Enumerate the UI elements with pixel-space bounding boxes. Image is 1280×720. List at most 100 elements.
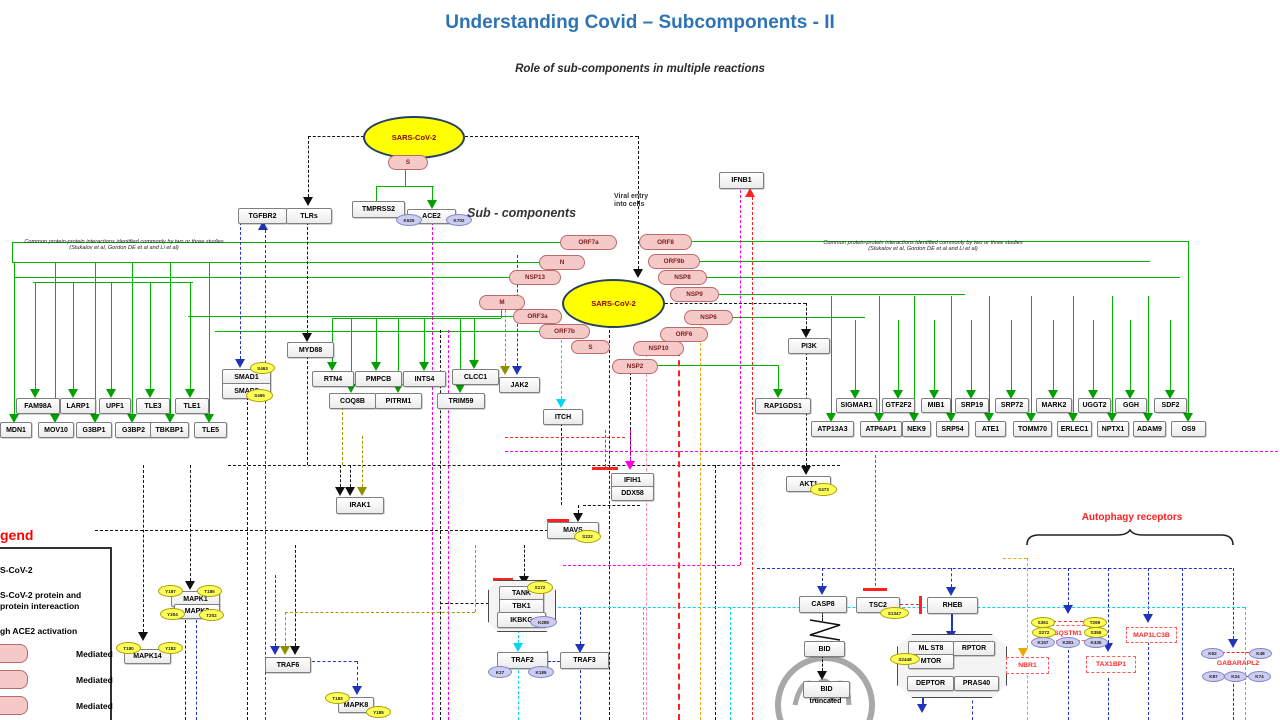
connector-line bbox=[150, 282, 151, 389]
ate1-gene-node: ATE1 bbox=[975, 421, 1006, 437]
connector-line bbox=[376, 186, 434, 187]
map1lc3b-receptor-node: MAP1LC3B bbox=[1126, 627, 1177, 643]
arrowhead-down bbox=[966, 390, 976, 399]
connector-line bbox=[650, 365, 778, 366]
k281-site: K281 bbox=[1056, 637, 1080, 648]
connector-line bbox=[350, 465, 351, 487]
connector-line bbox=[111, 282, 112, 389]
connector-line bbox=[474, 318, 475, 360]
arrowhead-down bbox=[371, 362, 381, 371]
sub-components-label: Sub - components bbox=[467, 206, 577, 220]
connector-line bbox=[1233, 684, 1234, 720]
s-protein-pill: S bbox=[388, 155, 428, 170]
arrowhead-down bbox=[185, 389, 195, 398]
arrowhead-down bbox=[30, 389, 40, 398]
connector-line bbox=[398, 318, 399, 384]
connector-line bbox=[143, 465, 144, 632]
connector-line bbox=[501, 308, 502, 318]
arrowhead-down bbox=[512, 366, 522, 375]
connector-line bbox=[440, 330, 441, 720]
node-protein-pill bbox=[0, 696, 28, 715]
connector-line bbox=[460, 318, 461, 384]
arrowhead-down bbox=[573, 513, 583, 522]
legend-item-mediated-3: Mediated bbox=[76, 701, 113, 711]
connector-line bbox=[307, 222, 308, 333]
nptx1-gene-node: NPTX1 bbox=[1097, 421, 1129, 437]
connector-line bbox=[12, 262, 540, 263]
arrowhead-down bbox=[801, 466, 811, 475]
connector-line bbox=[285, 612, 286, 646]
clcc1-gene-node: CLCC1 bbox=[452, 369, 499, 385]
k185-site: K185 bbox=[528, 666, 554, 678]
connector-line bbox=[1182, 568, 1183, 720]
casp8-gene-node: CASP8 bbox=[799, 596, 847, 613]
connector-line bbox=[518, 660, 519, 720]
connector-line bbox=[951, 296, 952, 413]
t185-site: T185 bbox=[197, 585, 222, 597]
arrowhead-down bbox=[204, 414, 214, 423]
connector-line bbox=[405, 170, 406, 186]
traf2-gene-node: TRAF2 bbox=[497, 652, 548, 669]
arrowhead-down bbox=[773, 389, 783, 398]
arrowhead-down bbox=[106, 389, 116, 398]
connector-line bbox=[505, 437, 625, 438]
connector-line bbox=[1053, 320, 1054, 390]
sdf2-gene-node: SDF2 bbox=[1154, 398, 1187, 413]
connector-line bbox=[215, 331, 541, 332]
y204-site: Y204 bbox=[160, 608, 185, 620]
arrowhead-down bbox=[455, 384, 465, 393]
pmpcb-gene-node: PMPCB bbox=[355, 371, 402, 387]
connector-line bbox=[934, 320, 935, 390]
arrowhead-down bbox=[817, 671, 827, 680]
s-protein-pill: S bbox=[571, 340, 610, 354]
ifnb1-gene-node: IFNB1 bbox=[719, 172, 764, 189]
connector-line bbox=[448, 330, 449, 720]
arrowhead-down bbox=[469, 360, 479, 369]
arrowhead-down bbox=[946, 413, 956, 422]
connector-line bbox=[715, 465, 716, 720]
connector-line bbox=[1031, 296, 1032, 413]
connector-line bbox=[605, 430, 606, 467]
arrowhead-down bbox=[826, 413, 836, 422]
connector-line bbox=[706, 277, 1180, 278]
connector-line bbox=[524, 545, 525, 576]
connector-line bbox=[95, 530, 548, 531]
connector-line bbox=[424, 318, 425, 362]
legend-item-interaction-2: protein intereaction bbox=[0, 601, 80, 611]
connector-line bbox=[561, 340, 562, 399]
arrowhead-down bbox=[427, 200, 437, 209]
legend-title: gend bbox=[0, 527, 34, 543]
arrowhead-down bbox=[270, 646, 280, 655]
arrowhead-down bbox=[280, 646, 290, 655]
s465-site: S465 bbox=[246, 389, 273, 402]
nsp13-protein-pill: NSP13 bbox=[509, 270, 561, 285]
connector-line bbox=[1112, 296, 1113, 413]
arrowhead-down bbox=[1143, 413, 1153, 422]
connector-line bbox=[646, 354, 647, 720]
pitrm1-gene-node: PITRM1 bbox=[375, 393, 422, 409]
arrowhead-down bbox=[68, 389, 78, 398]
arrowhead-down bbox=[335, 487, 345, 496]
pi3k-gene-node: PI3K bbox=[788, 338, 830, 354]
connector-line bbox=[609, 325, 610, 720]
connector-line bbox=[989, 296, 990, 413]
arrowhead-down bbox=[138, 632, 148, 641]
arrowhead-down bbox=[419, 362, 429, 371]
k74-site: K74 bbox=[1248, 671, 1271, 682]
arrowhead-down bbox=[185, 581, 195, 590]
connector-line bbox=[1148, 642, 1149, 720]
traf6-gene-node: TRAF6 bbox=[265, 657, 311, 673]
connector-line bbox=[1003, 558, 1027, 559]
connector-line bbox=[475, 545, 476, 612]
connector-line bbox=[265, 230, 266, 720]
uggt2-gene-node: UGGT2 bbox=[1078, 398, 1111, 413]
k702-site: K702 bbox=[446, 214, 472, 226]
connector-line bbox=[1130, 320, 1131, 390]
connector-line bbox=[643, 607, 644, 720]
connector-line bbox=[1170, 320, 1171, 390]
arrowhead-down bbox=[90, 414, 100, 423]
arrowhead-down bbox=[345, 487, 355, 496]
legend-item-mediated-1: Mediated bbox=[76, 649, 113, 659]
traf3-gene-node: TRAF3 bbox=[560, 652, 609, 669]
connector-line bbox=[660, 303, 806, 304]
